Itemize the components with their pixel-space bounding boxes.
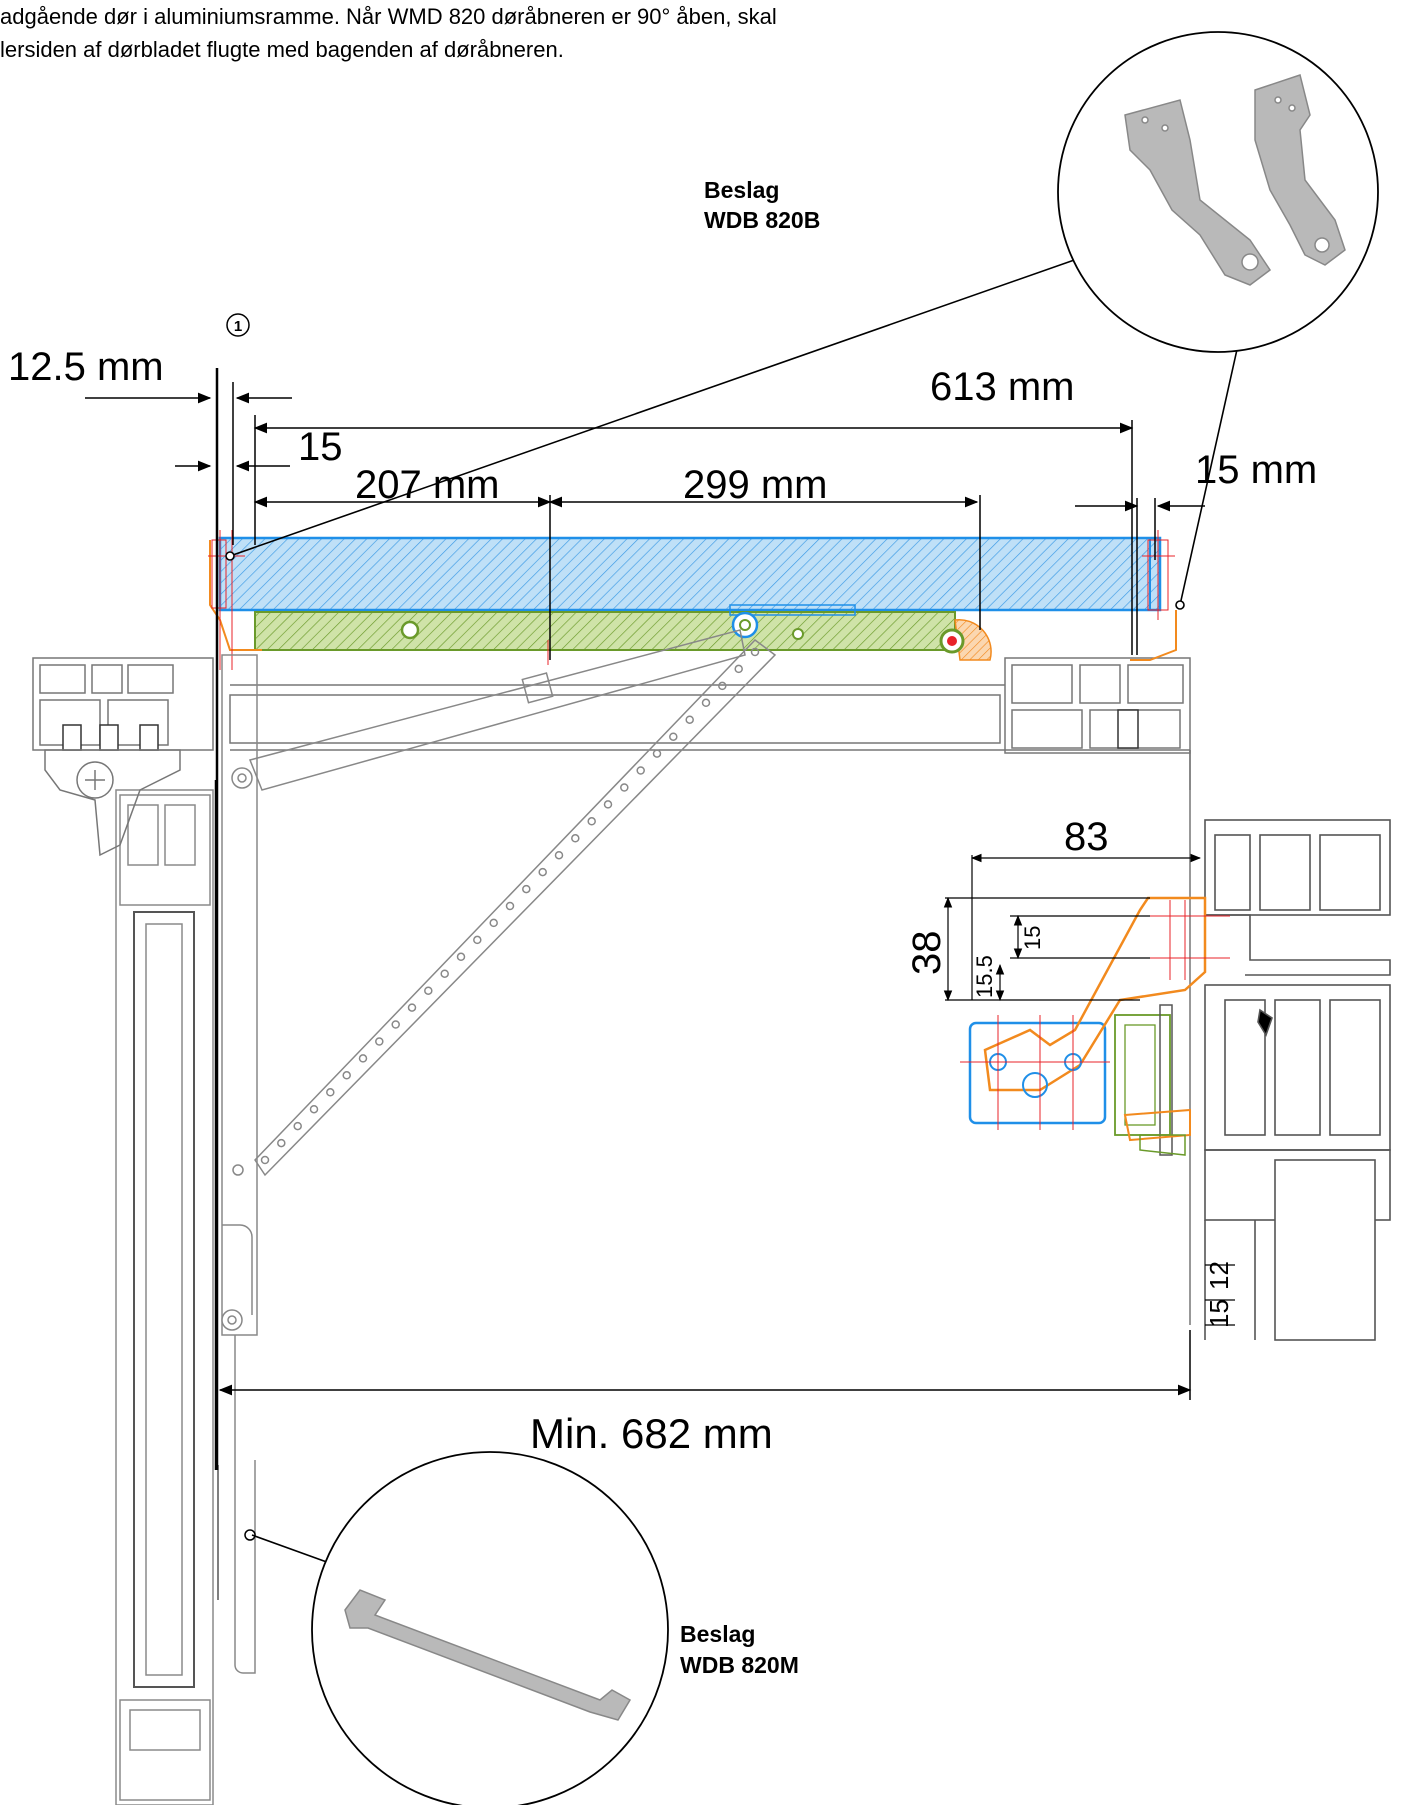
- chain-link: [407, 1003, 417, 1012]
- door-leaf: [115, 780, 219, 1805]
- chain-link: [685, 715, 694, 724]
- chain-link: [718, 681, 727, 691]
- dim-min-682: Min. 682 mm: [530, 1410, 773, 1457]
- marker-label: 1: [234, 318, 242, 335]
- chain-link: [456, 952, 466, 962]
- chain-link: [701, 698, 711, 708]
- chain-link: [391, 1020, 400, 1029]
- marker-1: 1: [226, 313, 250, 337]
- link-arm: [231, 629, 746, 791]
- right-frame-profile: [1004, 657, 1191, 790]
- bracket-820m-image: [344, 1589, 632, 1721]
- chain-link: [440, 969, 449, 978]
- dim-15-small: 15: [298, 425, 343, 469]
- chain-link: [603, 800, 613, 809]
- detail-dim-15-5: 15.5: [972, 955, 997, 998]
- chain-link: [260, 1155, 270, 1165]
- dim-12-5: 12.5 mm: [8, 345, 164, 389]
- dim-207: 207 mm: [355, 463, 500, 507]
- chain-link: [571, 834, 580, 843]
- chain-link: [342, 1071, 351, 1080]
- bracket-top-label-1: Beslag: [704, 177, 779, 203]
- head-rails: [229, 684, 1191, 1325]
- dim-15mm: 15 mm: [1195, 448, 1317, 492]
- intro-line-2: lersiden af dørbladet flugte med bagende…: [0, 37, 564, 62]
- chain-link: [554, 850, 564, 860]
- detail-dim-lines: [943, 853, 1235, 1326]
- chain-link: [424, 986, 433, 995]
- intro-line-1: adgående dør i aluminiumsramme. Når WMD …: [0, 4, 777, 29]
- chain-link: [636, 766, 645, 775]
- bracket-top-label-2: WDB 820B: [704, 207, 820, 233]
- chain-link: [293, 1121, 302, 1131]
- intro-text: adgående dør i aluminiumsramme. Når WMD …: [0, 0, 1130, 66]
- chain-link: [538, 867, 547, 877]
- bottom-bracket-zoom: [311, 1451, 669, 1805]
- chain-link: [734, 664, 743, 674]
- chain: [254, 639, 777, 1177]
- opener-arm: [254, 604, 992, 661]
- chain-link: [505, 901, 515, 911]
- left-frame-profile: [32, 657, 214, 857]
- chain-link: [669, 732, 678, 741]
- detail-opener-bracket: [968, 896, 1207, 1156]
- detail-frame-profile: [1204, 819, 1391, 1341]
- dim-613: 613 mm: [930, 365, 1075, 409]
- chain-link: [326, 1088, 335, 1097]
- chain-link: [473, 935, 482, 945]
- chain-link: [489, 918, 498, 928]
- detail-dim-15-bottom: 15: [1204, 1299, 1234, 1328]
- opener-body: [218, 536, 1162, 612]
- chain-link: [750, 647, 760, 657]
- detail-section: [943, 819, 1391, 1341]
- chain-link: [587, 817, 596, 826]
- main-dim-lines: [85, 368, 1205, 1470]
- dim-299: 299 mm: [683, 463, 828, 507]
- bracket-820b-image: [1124, 74, 1346, 286]
- chain-link: [522, 884, 531, 894]
- bracket-bottom-label-2: WDB 820M: [680, 1652, 799, 1678]
- chain-link: [277, 1138, 286, 1148]
- door-arm: [221, 654, 258, 1674]
- chain-link: [620, 783, 629, 792]
- detail-dim-38: 38: [905, 931, 949, 976]
- detail-dim-12: 12: [1204, 1261, 1234, 1290]
- chain-link: [652, 749, 662, 758]
- bracket-bottom-label-1: Beslag: [680, 1621, 755, 1647]
- detail-dim-15: 15: [1020, 926, 1045, 950]
- chain-link: [375, 1037, 384, 1046]
- chain-link: [358, 1054, 368, 1063]
- callout-lines: [225, 257, 1239, 1566]
- chain-link: [309, 1104, 319, 1114]
- detail-dim-83: 83: [1064, 815, 1109, 859]
- top-bracket-zoom: [1057, 31, 1379, 353]
